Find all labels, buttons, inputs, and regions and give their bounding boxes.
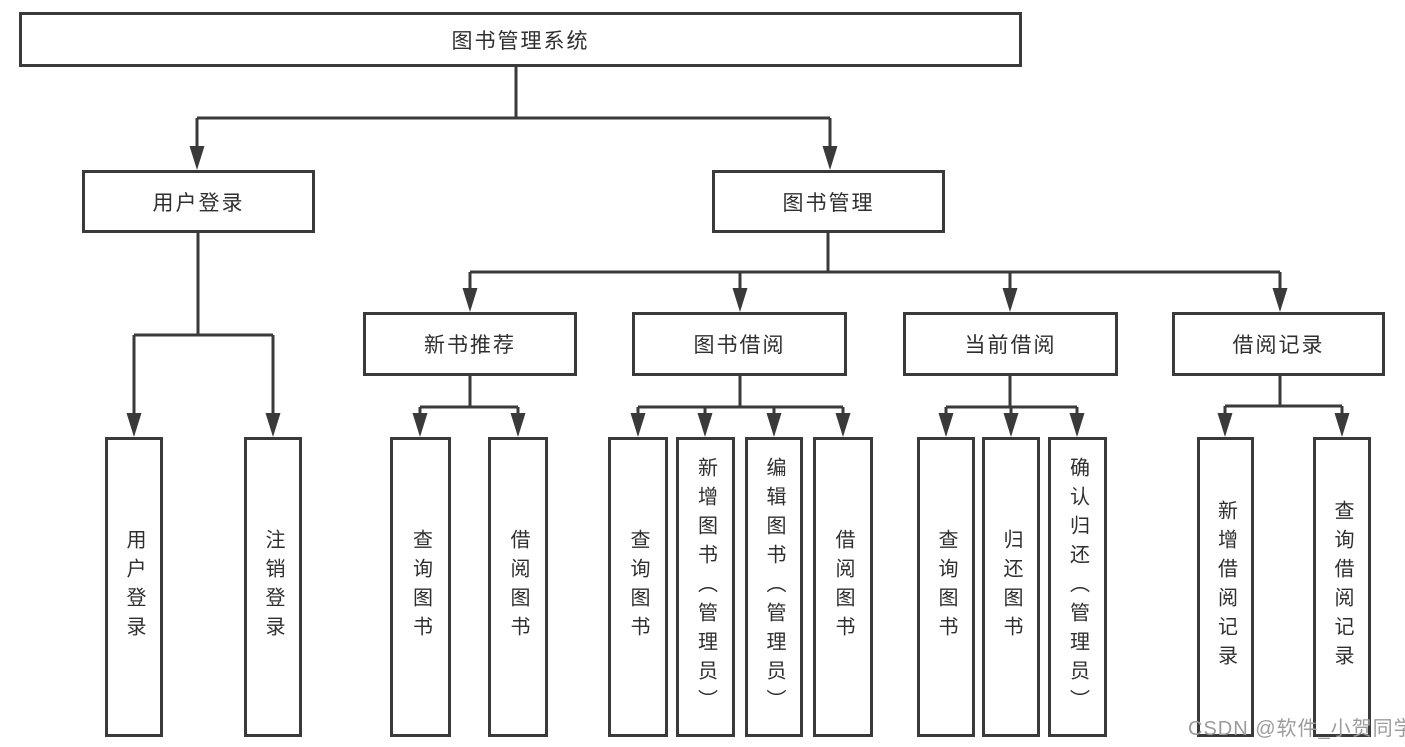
leaf-label: 新增借阅记录 [1214, 500, 1237, 674]
node-label: 图书借阅 [693, 334, 786, 357]
leaf-label: 查询借阅记录 [1331, 500, 1353, 674]
node-label: 用户登录 [152, 191, 245, 215]
node-label: 借阅记录 [1232, 334, 1325, 357]
leaf-query-borrow-record: 查询借阅记录 [1313, 437, 1371, 737]
leaf-query-books-recommend: 查询图书 [390, 437, 451, 737]
leaf-borrow-books: 借阅图书 [813, 437, 873, 737]
leaf-label: 注销登录 [262, 529, 284, 645]
leaf-edit-books-admin: 编辑图书（管理员） [745, 437, 803, 737]
leaf-label: 查询图书 [935, 529, 957, 645]
leaf-label: 查询图书 [627, 529, 649, 645]
leaf-user-login: 用户登录 [105, 437, 163, 737]
node-borrowing-records: 借阅记录 [1172, 312, 1385, 376]
csdn-watermark: CSDN @软件_小贺同学 [1188, 718, 1405, 740]
node-new-book-recommendation: 新书推荐 [363, 312, 577, 376]
node-library-management-system: 图书管理系统 [19, 12, 1022, 67]
leaf-query-books-current: 查询图书 [917, 437, 975, 737]
node-book-management: 图书管理 [712, 170, 945, 233]
node-current-borrowing: 当前借阅 [903, 312, 1118, 376]
arrowheads [126, 146, 1350, 437]
leaf-borrow-books-recommend: 借阅图书 [488, 437, 548, 737]
node-user-login: 用户登录 [82, 170, 315, 233]
leaf-label: 新增图书（管理员） [694, 456, 717, 718]
node-label: 图书管理系统 [451, 29, 590, 53]
leaf-label: 借阅图书 [507, 529, 529, 645]
leaf-label: 用户登录 [123, 529, 145, 645]
leaf-label: 编辑图书（管理员） [763, 456, 785, 718]
leaf-label: 归还图书 [1000, 529, 1022, 645]
leaf-return-books: 归还图书 [982, 437, 1040, 737]
leaf-label: 借阅图书 [832, 529, 854, 645]
leaf-label: 确认归还（管理员） [1066, 456, 1089, 718]
leaf-add-borrow-record: 新增借阅记录 [1197, 437, 1254, 737]
leaf-query-books-borrowing: 查询图书 [608, 437, 668, 737]
leaf-add-books-admin: 新增图书（管理员） [676, 437, 735, 737]
leaf-confirm-return-admin: 确认归还（管理员） [1048, 437, 1107, 737]
leaf-logout: 注销登录 [244, 437, 302, 737]
node-label: 图书管理 [782, 191, 875, 215]
leaf-label: 查询图书 [409, 529, 432, 645]
node-book-borrowing: 图书借阅 [632, 312, 847, 376]
node-label: 当前借阅 [964, 334, 1057, 357]
node-label: 新书推荐 [424, 334, 516, 357]
